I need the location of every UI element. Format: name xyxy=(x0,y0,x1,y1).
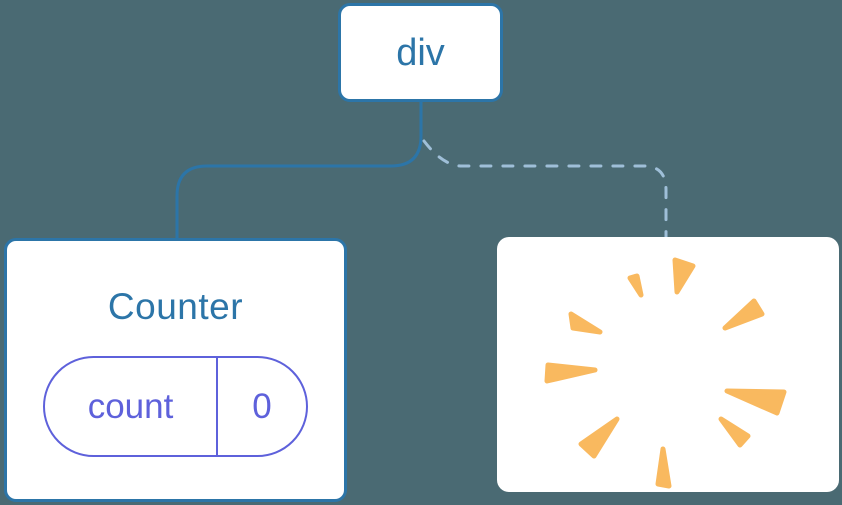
state-pill-value-cell: 0 xyxy=(218,358,306,455)
poof-ray xyxy=(722,298,765,331)
edge-div-to-removed-subtree xyxy=(422,139,668,239)
state-value-label: 0 xyxy=(252,386,272,426)
node-div: div xyxy=(338,3,503,102)
state-pill-key-cell: count xyxy=(45,358,218,455)
poof-ray xyxy=(672,257,696,295)
poof-ray xyxy=(578,416,620,459)
poof-ray xyxy=(568,311,603,335)
edge-div-to-counter xyxy=(175,99,423,240)
poof-ray xyxy=(724,388,787,416)
poof-explosion-icon xyxy=(544,257,787,489)
node-removed-subtree xyxy=(497,237,839,492)
node-counter: Counter count 0 xyxy=(4,238,347,502)
poof-ray xyxy=(655,446,672,489)
node-div-label: div xyxy=(396,31,445,74)
poof-ray xyxy=(627,273,644,298)
state-key-label: count xyxy=(87,386,174,426)
poof-ray xyxy=(718,416,751,448)
state-pill: count 0 xyxy=(43,356,308,457)
node-counter-label: Counter xyxy=(107,286,244,327)
poof-ray xyxy=(544,362,598,384)
